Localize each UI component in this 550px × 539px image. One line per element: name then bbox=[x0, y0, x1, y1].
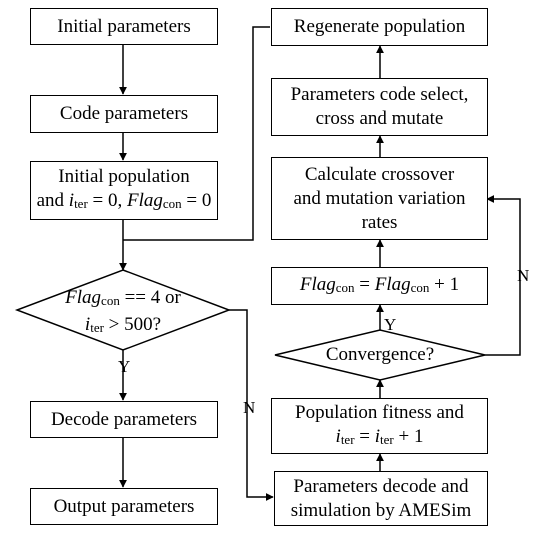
decode-simulation-line1: Parameters decode and bbox=[293, 475, 469, 497]
population-fitness-line2: iter = iter + 1 bbox=[335, 425, 424, 447]
code-parameters-label: Code parameters bbox=[59, 103, 189, 124]
output-parameters-box: Output parameters bbox=[30, 488, 218, 525]
regenerate-population-box: Regenerate population bbox=[271, 8, 488, 46]
population-fitness-box: Population fitness and iter = iter + 1 bbox=[271, 398, 488, 454]
initial-parameters-box: Initial parameters bbox=[30, 8, 218, 45]
decision-yes-label: Y bbox=[118, 357, 131, 376]
arrow-decision-no bbox=[229, 309, 274, 501]
convergence-no-label: N bbox=[517, 266, 530, 285]
select-cross-line2: cross and mutate bbox=[315, 108, 444, 129]
initial-population-box: Initial population and iter = 0, Flagcon… bbox=[30, 161, 218, 220]
flag-increment-label: Flagcon = Flagcon + 1 bbox=[299, 273, 460, 295]
select-cross-mutate-box: Parameters code select, cross and mutate bbox=[271, 78, 488, 136]
decode-simulation-box: Parameters decode and simulation by AMES… bbox=[274, 471, 488, 526]
output-parameters-label: Output parameters bbox=[53, 495, 195, 517]
decision-line2: iter > 500? bbox=[84, 314, 162, 335]
decode-parameters-label: Decode parameters bbox=[50, 408, 198, 430]
initial-population-line1: Initial population bbox=[58, 166, 190, 187]
initial-population-line2: and iter = 0, Flagcon = 0 bbox=[36, 190, 212, 211]
regenerate-population-label: Regenerate population bbox=[293, 16, 466, 37]
flag-increment-box: Flagcon = Flagcon + 1 bbox=[271, 267, 488, 305]
population-fitness-line1: Population fitness and bbox=[295, 401, 464, 423]
arrow-convergence-no bbox=[485, 195, 521, 356]
calculate-rates-line2: and mutation variation bbox=[293, 187, 466, 209]
decode-parameters-box: Decode parameters bbox=[30, 401, 218, 438]
arrow-regen-loopback bbox=[123, 26, 270, 241]
decision-no-label: N bbox=[243, 398, 256, 417]
calculate-rates-line3: rates bbox=[361, 211, 398, 233]
convergence-yes-label: Y bbox=[384, 315, 397, 334]
calculate-rates-box: Calculate crossover and mutation variati… bbox=[271, 157, 488, 240]
convergence-label: Convergence? bbox=[325, 344, 435, 365]
calculate-rates-line1: Calculate crossover bbox=[304, 163, 455, 185]
decision-diamond bbox=[14, 269, 232, 351]
convergence-diamond bbox=[274, 329, 486, 381]
decode-simulation-line2: simulation by AMESim bbox=[290, 499, 472, 521]
initial-parameters-label: Initial parameters bbox=[57, 15, 191, 37]
select-cross-line1: Parameters code select, bbox=[290, 84, 469, 105]
convergence-text: Convergence? bbox=[300, 343, 460, 367]
decision-line1: Flagcon == 4 or bbox=[65, 287, 181, 308]
decision-text: Flagcon == 4 or iter > 500? bbox=[40, 286, 206, 340]
code-parameters-box: Code parameters bbox=[30, 95, 218, 133]
